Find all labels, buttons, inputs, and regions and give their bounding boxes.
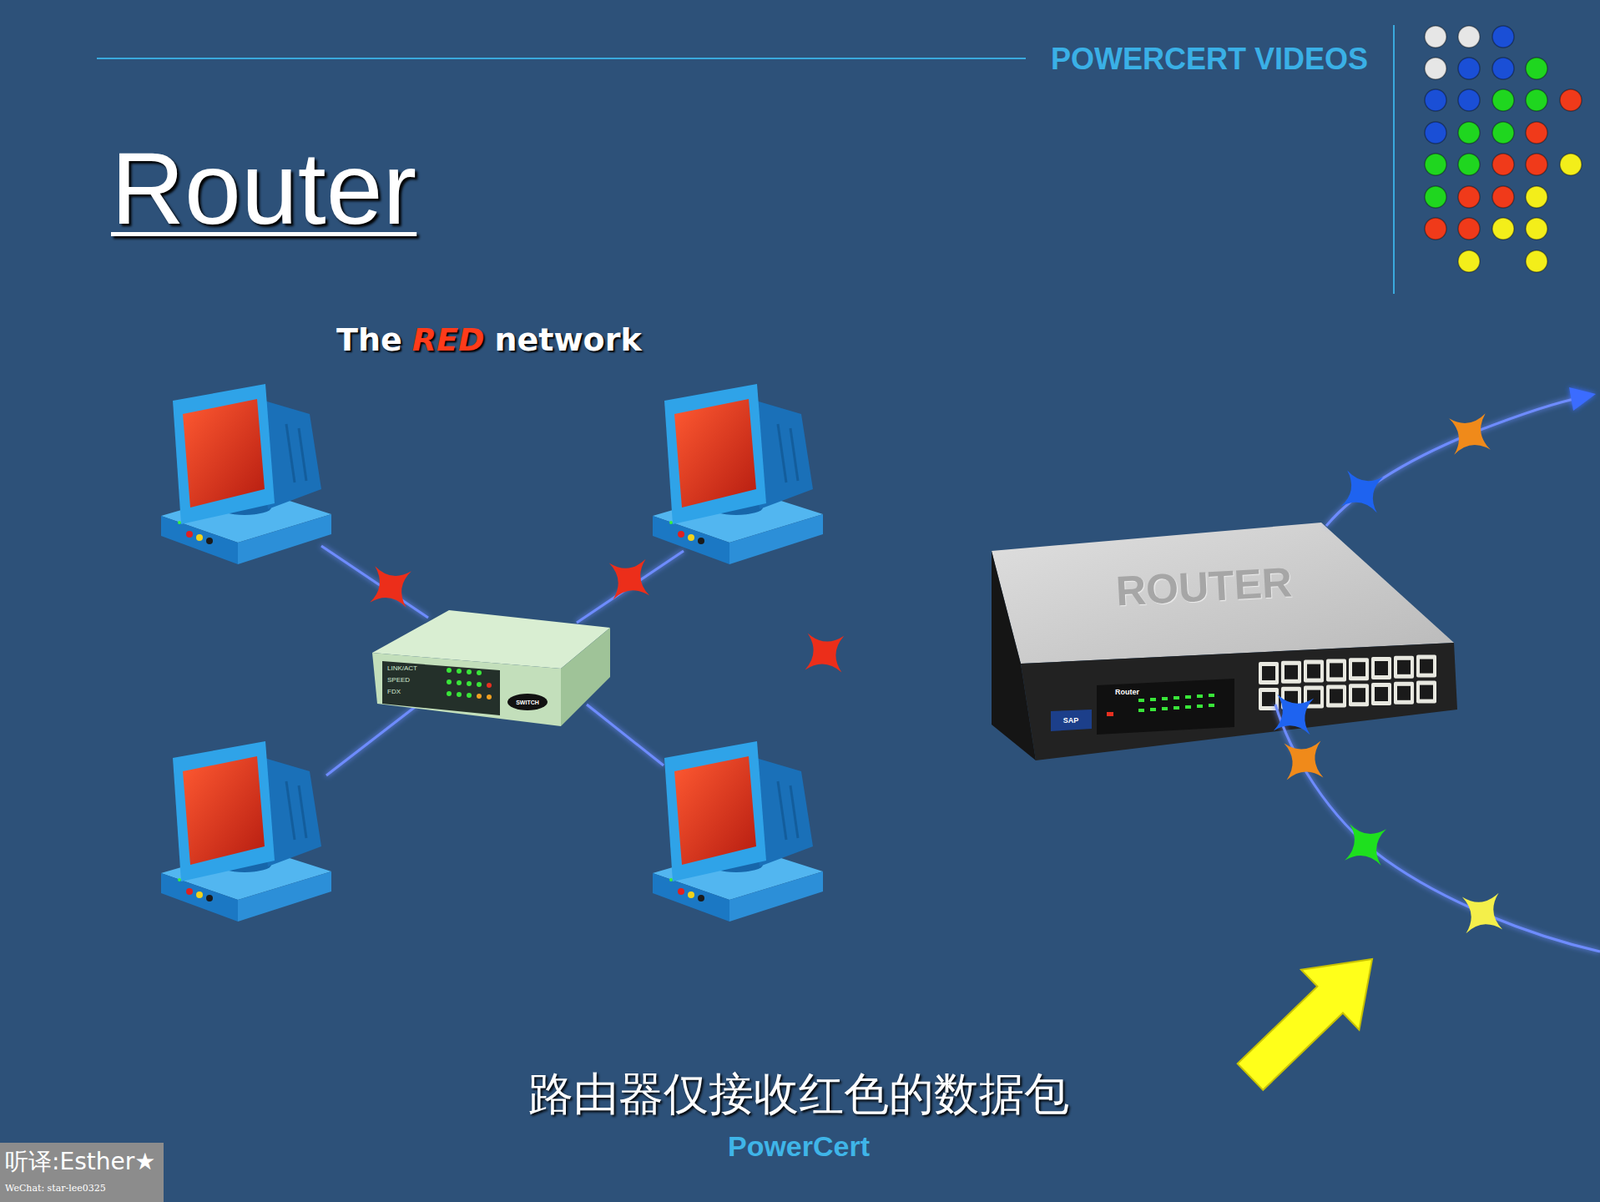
port-label: LINK/ACT: [387, 665, 418, 672]
router-device-shape: [989, 519, 1459, 764]
traffic-wires: [1275, 387, 1600, 952]
computer-icon: [161, 741, 332, 922]
port-label: SPEED: [387, 676, 410, 684]
color-dot: [1458, 121, 1480, 144]
color-dot: [1559, 89, 1582, 112]
color-dot: [1525, 89, 1548, 112]
color-dot: [1525, 121, 1548, 144]
color-dot: [1458, 25, 1480, 48]
red-packet: [805, 633, 845, 673]
color-dot: [1458, 89, 1480, 112]
color-dot: [1492, 121, 1515, 144]
router-device: ROUTER SAP Router: [989, 519, 1459, 764]
color-dot: [1458, 186, 1480, 208]
color-dot: [1458, 57, 1480, 80]
color-dot: [1424, 153, 1447, 176]
computer-icon: [652, 741, 823, 922]
credit-watermark: WeChat: star-lee0325: [5, 1183, 106, 1193]
brand-badge: SWITCH: [515, 699, 540, 706]
network-title: The: [336, 323, 403, 356]
green-packet: [1344, 823, 1387, 866]
color-dot: [1525, 153, 1548, 176]
credit-watermark: 听译:Esther★: [5, 1150, 156, 1174]
computer-icon: [161, 383, 332, 565]
blue-packet: [1273, 694, 1314, 735]
rule-line: [96, 57, 1026, 60]
color-dot: [1492, 57, 1515, 80]
color-dot: [1424, 217, 1447, 240]
color-dot: [1424, 25, 1447, 48]
color-dot: [1424, 57, 1447, 80]
color-dot: [1525, 217, 1548, 240]
color-dot: [1559, 153, 1582, 176]
link-line: [610, 651, 990, 655]
color-dot: [1492, 25, 1515, 48]
red-packet: [609, 559, 650, 600]
color-dot: [1525, 186, 1548, 208]
brand-watermark: PowerCert: [727, 1131, 870, 1161]
network-wires: [321, 545, 684, 776]
color-dot: [1458, 217, 1480, 240]
color-dot: [1492, 217, 1515, 240]
color-dot: [1424, 121, 1447, 144]
color-dot: [1525, 250, 1548, 273]
rule-line: [1393, 25, 1395, 294]
device-label: ROUTER: [1115, 561, 1293, 613]
panel-label: Router: [1115, 688, 1140, 697]
color-dot: [1492, 89, 1515, 112]
slide-title: Router: [111, 137, 417, 240]
color-dot: [1492, 186, 1515, 208]
yellow-packet: [1462, 893, 1503, 934]
blue-packet: [1341, 470, 1384, 514]
network-title: network: [494, 323, 642, 356]
color-dot: [1424, 89, 1447, 112]
dot-grid: [1424, 25, 1582, 273]
color-dot: [1424, 186, 1447, 208]
network-link: [610, 652, 990, 654]
pointer-arrow: [1221, 928, 1401, 1107]
red-packet: [369, 565, 412, 608]
color-dot: [1458, 250, 1480, 273]
network-title: RED: [412, 323, 485, 356]
brand-badge: SAP: [1063, 716, 1080, 725]
brand-header: POWERCERT VIDEOS: [1050, 44, 1368, 75]
color-dot: [1458, 153, 1480, 176]
orange-packet: [1284, 741, 1324, 781]
color-dot: [1492, 153, 1515, 176]
network-switch: LINK/ACT SPEED FDX SWITCH: [372, 610, 611, 727]
orange-packet: [1448, 413, 1491, 455]
computer-icon: [652, 383, 823, 565]
subtitle-caption: 路由器仅接收红色的数据包: [528, 1071, 1070, 1117]
port-label: FDX: [387, 688, 401, 696]
color-dot: [1525, 57, 1548, 80]
